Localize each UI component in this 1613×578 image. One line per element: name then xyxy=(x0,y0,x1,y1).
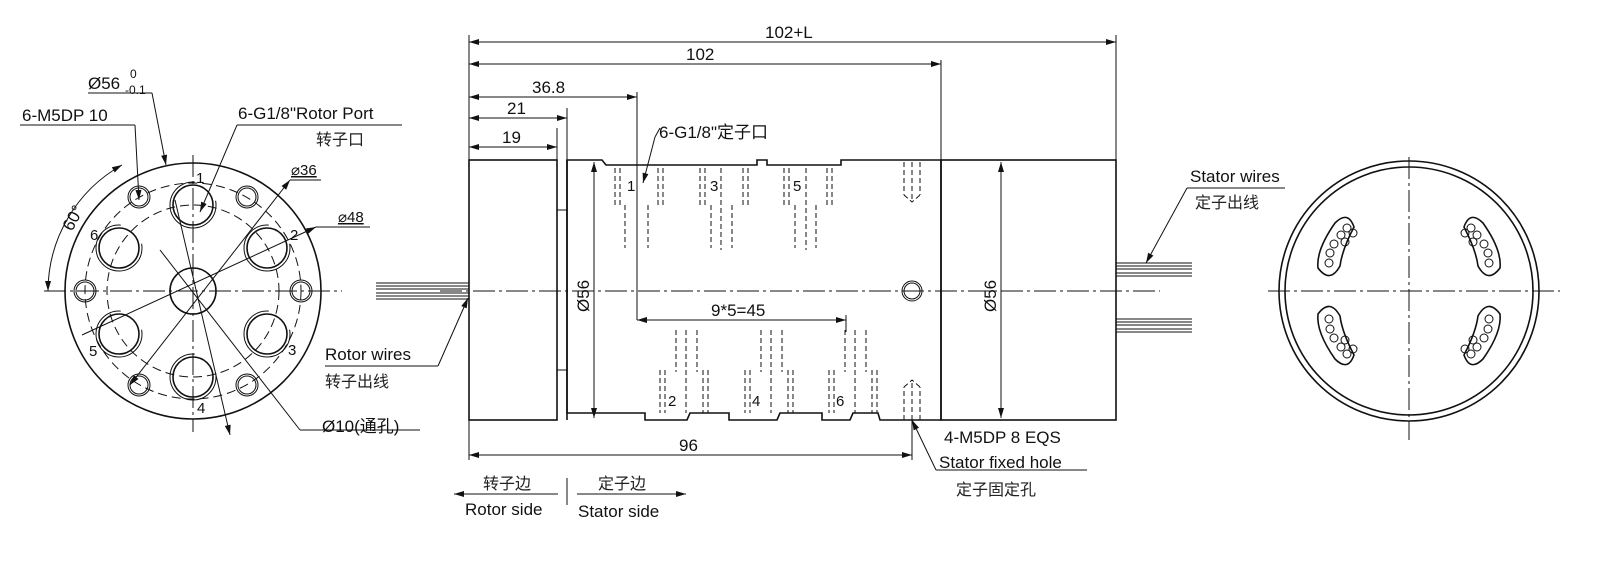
front-view: 1 2 3 4 5 6 Ø56 0 -0.1 6-M5DP 10 6-G1/8"… xyxy=(20,67,420,436)
rotor-side-cn-label: 转子边 xyxy=(483,474,531,493)
side-view: 1 3 5 2 4 6 102+L 102 36.8 21 19 9*5=45 … xyxy=(325,23,1285,521)
port-number-1: 1 xyxy=(196,170,204,187)
dim-102-label: 102 xyxy=(686,45,714,64)
angle-label: 60° xyxy=(59,202,88,234)
side-port-5: 5 xyxy=(793,178,801,195)
dim-96-label: 96 xyxy=(679,436,698,455)
wire-slot-top-right xyxy=(1460,216,1501,277)
rotor-wires-label: Rotor wires xyxy=(325,345,411,364)
dim-21-label: 21 xyxy=(507,99,526,118)
fixed-hole-spec-label: 4-M5DP 8 EQS xyxy=(944,428,1061,447)
wire-slot-bottom-right xyxy=(1460,305,1501,366)
stator-port-label: 6-G1/8"定子口 xyxy=(659,123,768,142)
fixed-hole-label: Stator fixed hole xyxy=(939,453,1062,472)
stator-body xyxy=(566,159,942,421)
dim-36-8-label: 36.8 xyxy=(532,78,565,97)
side-port-1: 1 xyxy=(627,178,635,195)
mount-holes-label: 6-M5DP 10 xyxy=(22,106,108,125)
side-port-4: 4 xyxy=(752,393,760,410)
cross-hole xyxy=(901,280,923,302)
stator-port-bores-bottom xyxy=(659,330,878,413)
pcd-36-label: ⌀36 xyxy=(291,162,317,179)
stator-wires xyxy=(1116,262,1192,333)
fixed-hole-cn-label: 定子固定孔 xyxy=(956,480,1036,499)
stator-port-bores-top xyxy=(614,168,833,250)
dim-pitch-label: 9*5=45 xyxy=(711,301,765,320)
bore-label: Ø10(通孔) xyxy=(322,417,399,436)
rotor-block xyxy=(468,159,558,421)
pcd-48-label: ⌀48 xyxy=(338,209,364,226)
side-port-6: 6 xyxy=(836,393,844,410)
side-port-2: 2 xyxy=(668,393,676,410)
rear-view xyxy=(1268,157,1560,440)
rotor-wires xyxy=(376,282,469,300)
rotor-port-label: 6-G1/8"Rotor Port xyxy=(238,104,374,123)
dia-left-label: Ø56 xyxy=(574,280,593,312)
side-port-3: 3 xyxy=(710,178,718,195)
rotor-side-label: Rotor side xyxy=(465,500,542,519)
dim-19-label: 19 xyxy=(502,128,521,147)
stator-wires-label: Stator wires xyxy=(1190,167,1280,186)
outer-tol-upper: 0 xyxy=(130,67,137,81)
port-number-5: 5 xyxy=(89,343,97,360)
wire-slot-bottom-left xyxy=(1317,305,1358,366)
fixed-hole-top xyxy=(903,162,921,203)
port-number-6: 6 xyxy=(90,227,98,244)
fixed-hole-bottom xyxy=(903,379,921,420)
outer-diameter-label: Ø56 xyxy=(88,74,120,93)
dia-right-label: Ø56 xyxy=(981,280,1000,312)
outer-tol-lower: -0.1 xyxy=(125,83,146,97)
port-number-2: 2 xyxy=(290,227,298,244)
end-housing xyxy=(940,159,1117,421)
rotor-wires-cn-label: 转子出线 xyxy=(325,372,389,391)
wire-slot-top-left xyxy=(1317,216,1358,277)
stator-wires-cn-label: 定子出线 xyxy=(1195,193,1259,212)
dim-102L-label: 102+L xyxy=(765,23,813,42)
stator-side-label: Stator side xyxy=(578,502,659,521)
rotor-port-cn-label: 转子口 xyxy=(316,130,364,149)
stator-side-cn-label: 定子边 xyxy=(598,474,646,493)
port-number-4: 4 xyxy=(197,400,205,417)
port-number-3: 3 xyxy=(288,342,296,359)
